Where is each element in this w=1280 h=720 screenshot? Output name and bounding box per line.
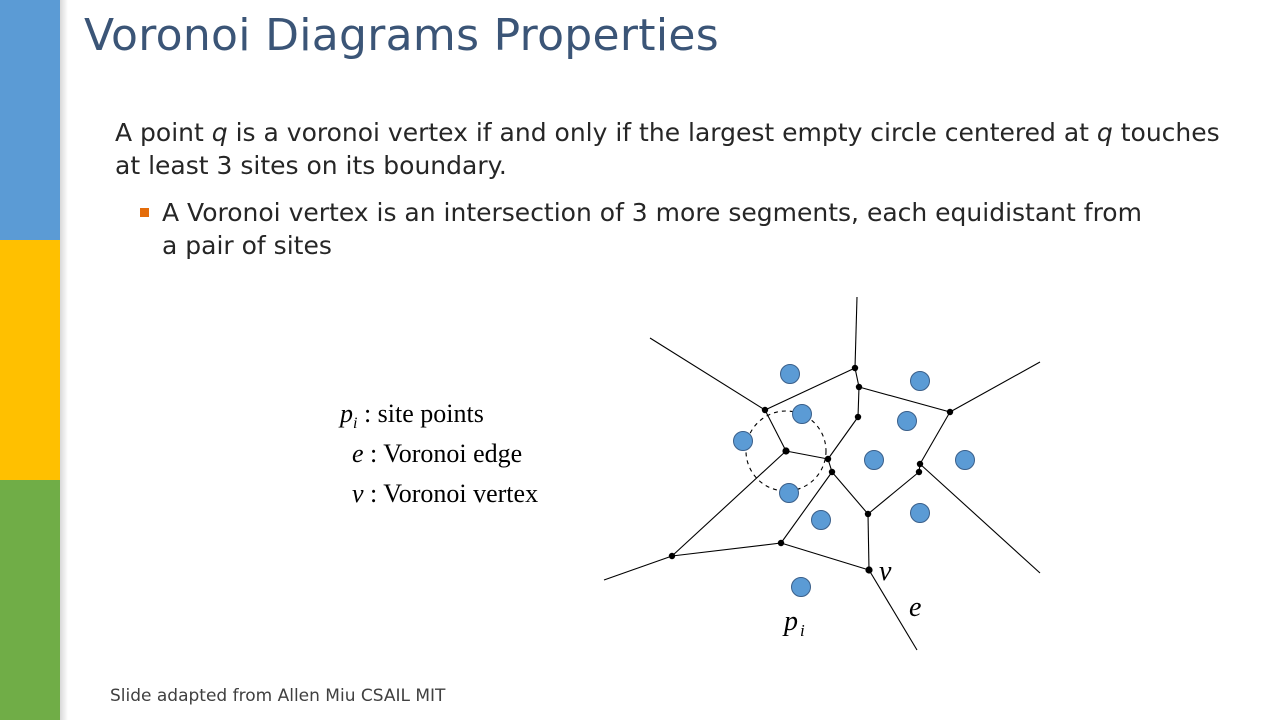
site-point	[811, 510, 831, 530]
footer-credit: Slide adapted from Allen Miu CSAIL MIT	[110, 686, 446, 706]
site-point	[897, 411, 917, 431]
voronoi-edge	[764, 409, 787, 452]
voronoi-vertex	[851, 364, 859, 372]
voronoi-vertex	[777, 539, 785, 547]
accent-bar-blue	[0, 0, 60, 240]
voronoi-vertex	[782, 447, 790, 455]
voronoi-edge	[831, 471, 869, 515]
site-point	[955, 450, 975, 470]
voronoi-vertex	[915, 468, 923, 476]
voronoi-vertices	[668, 364, 954, 574]
voronoi-edge	[780, 542, 870, 571]
voronoi-vertex	[864, 510, 872, 518]
voronoi-edge	[867, 513, 870, 571]
definition-q-1: q	[211, 118, 228, 147]
voronoi-edge	[919, 463, 1041, 574]
site-point	[779, 483, 799, 503]
site-point	[910, 503, 930, 523]
voronoi-edge	[671, 542, 782, 557]
site-point	[910, 371, 930, 391]
label-p: p	[782, 606, 798, 637]
voronoi-edge	[764, 367, 856, 411]
site-point	[780, 364, 800, 384]
voronoi-vertex	[761, 406, 769, 414]
label-p-subscript: i	[800, 621, 805, 640]
definition-text-2: is a voronoi vertex if and only if the l…	[227, 118, 1097, 147]
accent-bar-yellow	[0, 240, 60, 480]
voronoi-edge	[671, 450, 787, 557]
voronoi-edge	[827, 416, 859, 460]
site-point	[792, 404, 812, 424]
definition-paragraph: A point q is a voronoi vertex if and onl…	[115, 116, 1245, 182]
legend-symbol-e: e	[352, 439, 364, 468]
legend-desc-site: : site points	[357, 399, 484, 428]
legend-row-edge: e : Voronoi edge	[340, 434, 538, 474]
voronoi-vertex	[946, 408, 954, 416]
label-e: e	[909, 592, 921, 623]
voronoi-edge	[785, 450, 829, 460]
accent-bar-shadow	[60, 0, 68, 720]
voronoi-edge	[649, 337, 766, 411]
site-point	[733, 431, 753, 451]
voronoi-edge	[854, 367, 860, 388]
site-points	[733, 364, 975, 597]
empty-circle	[745, 410, 827, 492]
slide-title: Voronoi Diagrams Properties	[84, 10, 719, 61]
voronoi-edges	[603, 296, 1041, 651]
voronoi-edge	[603, 555, 673, 581]
definition-text-3: touches at least 3 sites on its boundary…	[115, 118, 1220, 180]
legend: pi : site points e : Voronoi edge v : Vo…	[340, 394, 538, 514]
legend-symbol-v: v	[352, 479, 364, 508]
voronoi-vertex	[828, 468, 836, 476]
definition-q-2: q	[1096, 118, 1113, 147]
legend-desc-vertex: : Voronoi vertex	[363, 479, 539, 508]
voronoi-vertex	[855, 383, 863, 391]
voronoi-edge	[949, 361, 1041, 413]
voronoi-edge	[857, 386, 860, 418]
legend-subscript-i: i	[353, 415, 358, 433]
accent-bar-green	[0, 480, 60, 720]
voronoi-edge	[858, 386, 951, 413]
site-point	[791, 577, 811, 597]
voronoi-vertex	[916, 460, 924, 468]
legend-symbol-p: p	[340, 399, 353, 428]
legend-desc-edge: : Voronoi edge	[363, 439, 523, 468]
label-v: v	[879, 556, 892, 587]
voronoi-edge	[868, 569, 918, 651]
legend-row-site: pi : site points	[340, 394, 538, 434]
voronoi-vertex	[854, 413, 862, 421]
definition-text-1: A point	[115, 118, 212, 147]
site-point	[864, 450, 884, 470]
voronoi-edge	[854, 296, 858, 369]
voronoi-vertex	[824, 455, 832, 463]
square-bullet-icon	[140, 208, 149, 217]
legend-row-vertex: v : Voronoi vertex	[340, 474, 538, 514]
voronoi-edge	[780, 471, 833, 544]
voronoi-vertex	[668, 552, 676, 560]
voronoi-vertex	[865, 566, 873, 574]
bullet-text: A Voronoi vertex is an intersection of 3…	[162, 198, 1142, 260]
voronoi-edge	[867, 471, 920, 515]
voronoi-edge	[919, 411, 951, 465]
